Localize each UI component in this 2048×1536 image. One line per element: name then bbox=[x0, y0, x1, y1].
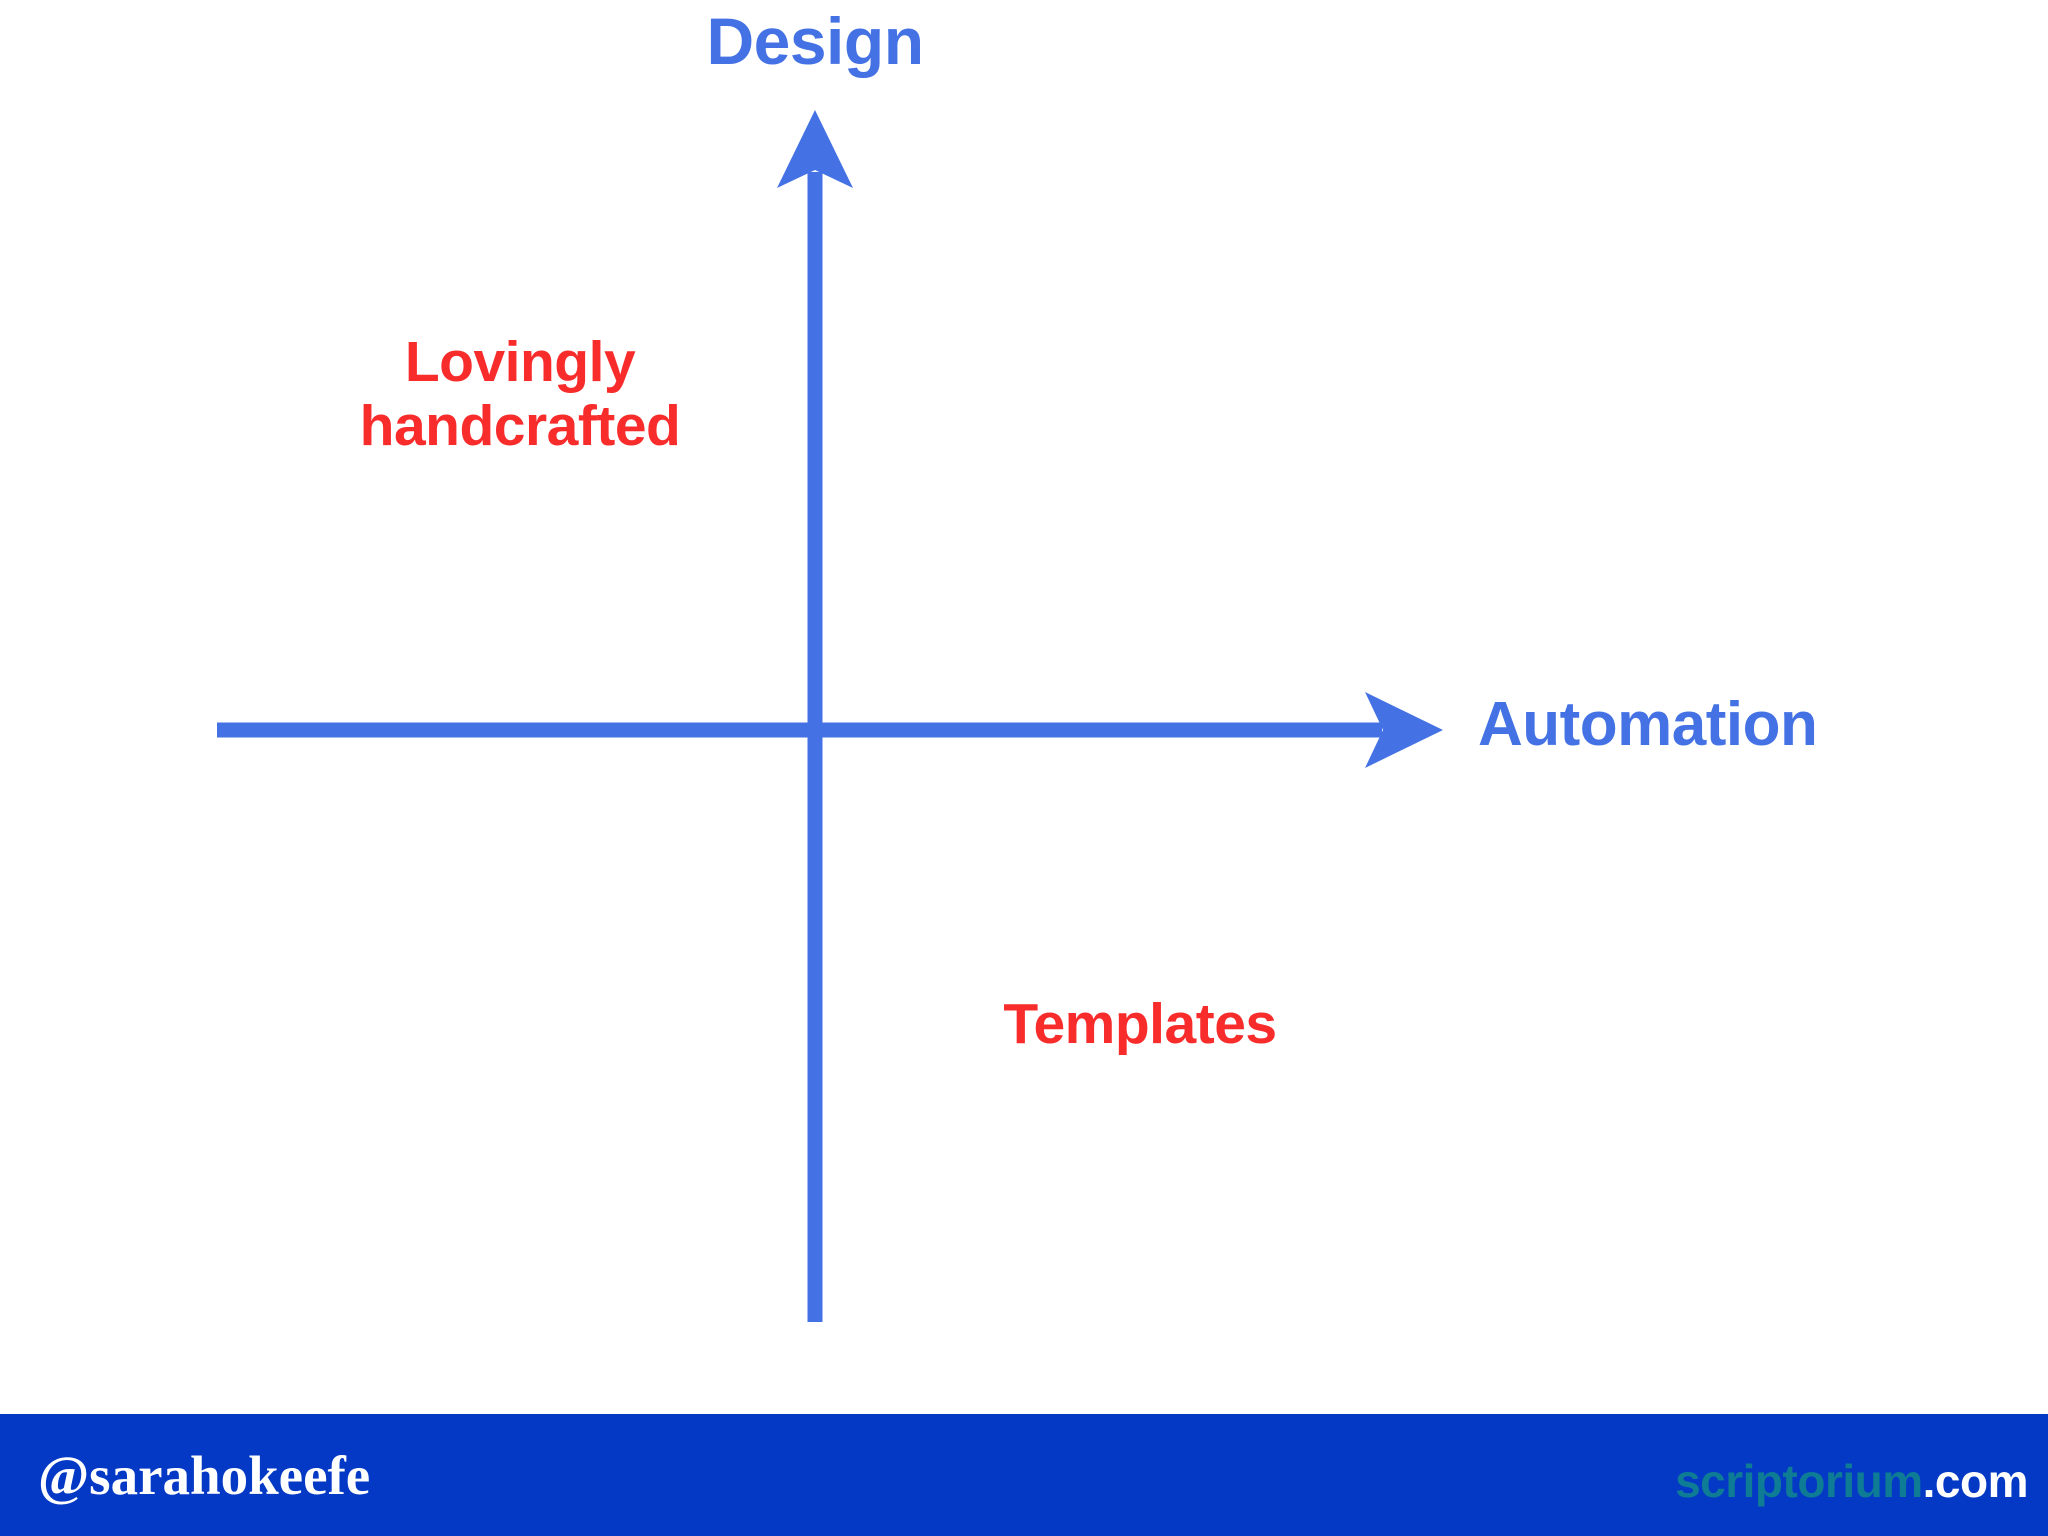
x-axis-arrowhead bbox=[1365, 692, 1443, 768]
y-axis-label: Design bbox=[706, 4, 924, 78]
brand-name-text: scriptorium bbox=[1675, 1455, 1923, 1507]
annotation-lovingly-handcrafted: Lovingly handcrafted bbox=[300, 330, 740, 459]
annotation-line-1: Templates bbox=[1003, 992, 1277, 1056]
annotation-line-2: handcrafted bbox=[359, 394, 681, 459]
footer-social-handle: @sarahokeefe bbox=[38, 1445, 371, 1506]
footer-brand-url: scriptorium.com bbox=[1675, 1458, 2028, 1504]
footer-bar: @sarahokeefe scriptorium.com bbox=[0, 1414, 2048, 1536]
annotation-line-1: Lovingly bbox=[404, 330, 636, 394]
y-axis-arrowhead bbox=[777, 110, 853, 188]
brand-tld-text: .com bbox=[1922, 1455, 2029, 1507]
annotation-templates: Templates bbox=[920, 992, 1360, 1056]
x-axis-label: Automation bbox=[1478, 690, 1818, 759]
